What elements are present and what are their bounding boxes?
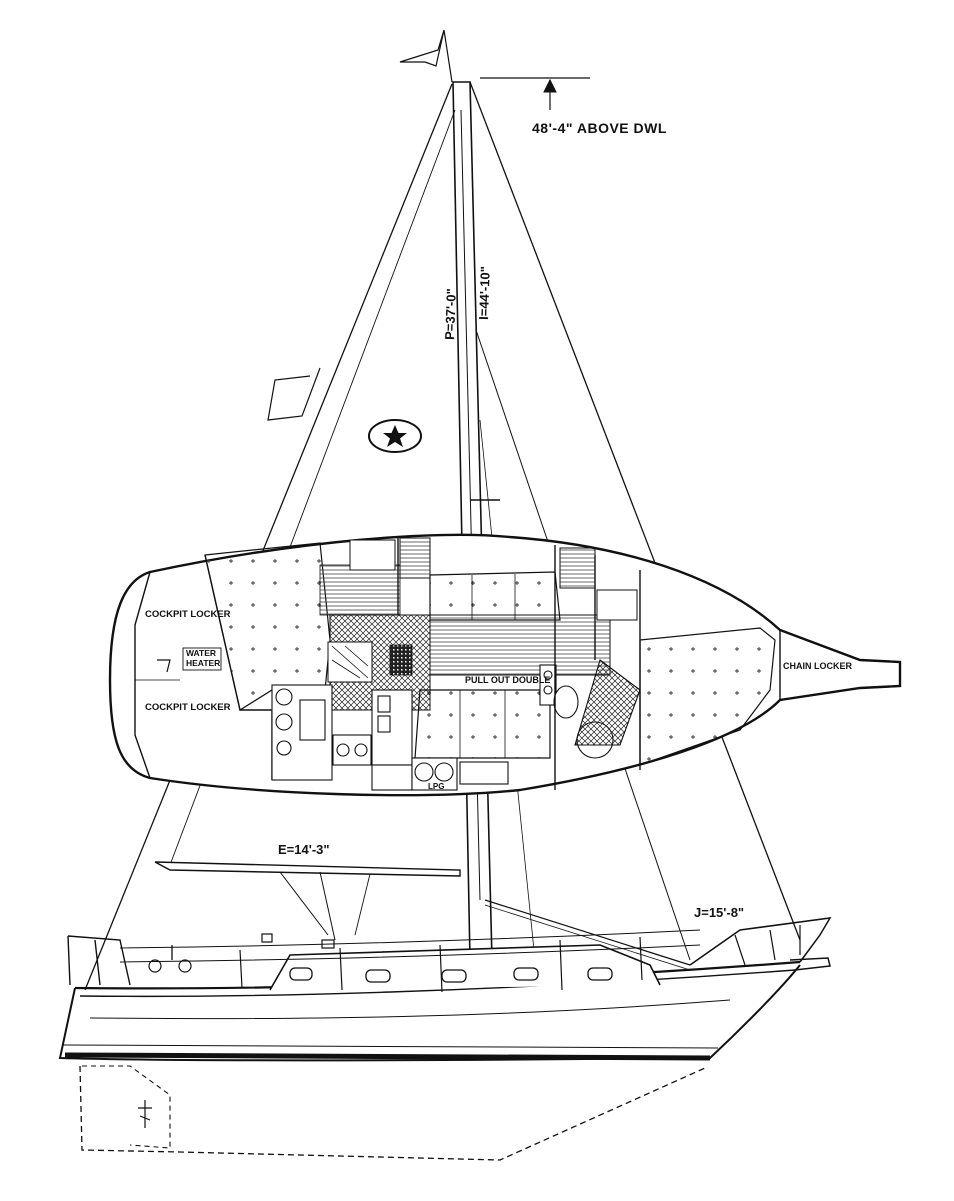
water-heater-label-line1: WATER [186,648,216,658]
e-dimension-label: E=14'-3" [278,842,330,857]
settee-port [429,571,561,621]
galley [271,684,509,791]
masthead-pennant [399,29,453,83]
lpg-label: LPG [428,782,444,791]
keel-outline [79,1065,706,1161]
stern-pulpit [67,935,131,986]
mast [452,81,493,961]
ensign-flag [267,367,321,421]
pull-out-double-label: PULL OUT DOUBLE [465,675,550,685]
settee-starboard [414,689,551,759]
star-logo [368,419,422,453]
cabin-trunk [269,944,661,991]
boot-stripe [64,1052,711,1061]
head-toilet [553,685,579,719]
backstay [84,83,453,991]
boom [154,861,461,877]
j-dimension-label: J=15'-8" [694,905,744,920]
rudder [82,1065,171,1149]
lifelines [119,929,701,963]
forestay [469,81,801,941]
chain-locker-label: CHAIN LOCKER [783,661,852,671]
mast-height-label: 48'-4" ABOVE DWL [532,120,667,136]
hull-profile [58,917,832,1161]
accommodation-plan: COCKPIT LOCKER WATER HEATER COCKPIT LOCK… [108,533,902,797]
saloon-sole [429,614,611,676]
bowsprit [779,629,901,701]
bow-pulpit [689,917,832,966]
water-heater-label-line2: HEATER [186,658,220,668]
i-dimension-label: I=44'-10" [476,266,493,320]
cockpit-locker-port-label: COCKPIT LOCKER [145,609,231,620]
v-berth [639,627,776,766]
portlights [289,967,613,983]
p-dimension-label: P=37'-0" [442,288,459,340]
cockpit-locker-stbd-label: COCKPIT LOCKER [145,702,231,713]
rigging [84,29,801,991]
